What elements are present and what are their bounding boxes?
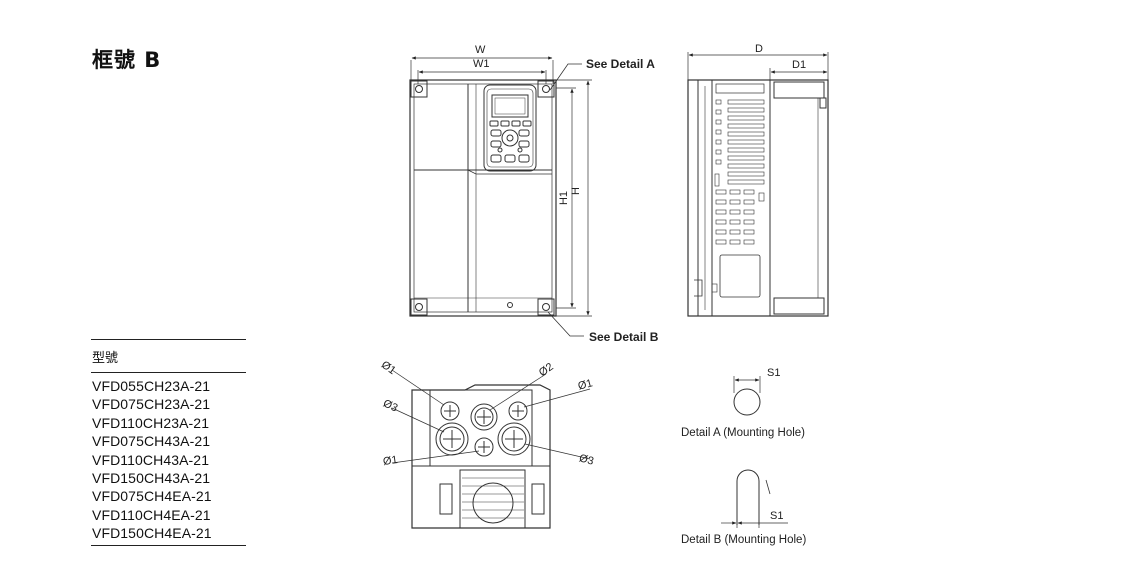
model-table: 型號 VFD055CH23A-21 VFD075CH23A-21 VFD110C…: [91, 339, 246, 546]
dim-h1-label: H1: [558, 190, 571, 206]
side-view: [687, 52, 829, 317]
dim-w-label: W: [475, 44, 486, 56]
model-item: VFD110CH43A-21: [92, 451, 210, 468]
detail-b-drawing: [721, 469, 788, 528]
detail-b-caption: Detail B (Mounting Hole): [681, 534, 807, 546]
model-item: VFD110CH4EA-21: [92, 506, 211, 523]
detail-a-dim-label: S1: [767, 367, 781, 379]
see-detail-b-callout: See Detail B: [589, 330, 659, 344]
model-item: VFD075CH43A-21: [92, 433, 211, 450]
diameter-label: Ø1: [382, 454, 399, 468]
model-item: VFD110CH23A-21: [92, 414, 210, 431]
model-table-header: 型號: [92, 351, 119, 366]
detail-b-dim-label: S1: [770, 510, 784, 522]
model-item: VFD150CH43A-21: [92, 470, 211, 487]
model-item: VFD075CH4EA-21: [92, 488, 212, 505]
dim-d1-label: D1: [792, 59, 807, 71]
dim-d-label: D: [755, 43, 763, 55]
detail-a-drawing: [733, 376, 761, 416]
table-bottom-rule: [91, 544, 246, 546]
table-header-rule: [91, 372, 246, 373]
model-list: VFD055CH23A-21 VFD075CH23A-21 VFD110CH23…: [91, 373, 246, 545]
detail-a-caption: Detail A (Mounting Hole): [681, 427, 806, 439]
model-item: VFD150CH4EA-21: [92, 525, 212, 542]
frame-title: 框號 B: [92, 48, 162, 72]
model-item: VFD075CH23A-21: [92, 396, 211, 413]
bottom-view: [391, 369, 591, 529]
table-top-rule: [91, 339, 246, 340]
front-view: [409, 56, 592, 337]
dim-h-label: H: [569, 187, 582, 195]
see-detail-a-callout: See Detail A: [586, 57, 655, 71]
model-item: VFD055CH23A-21: [92, 378, 211, 394]
dim-w1-label: W1: [473, 58, 490, 70]
